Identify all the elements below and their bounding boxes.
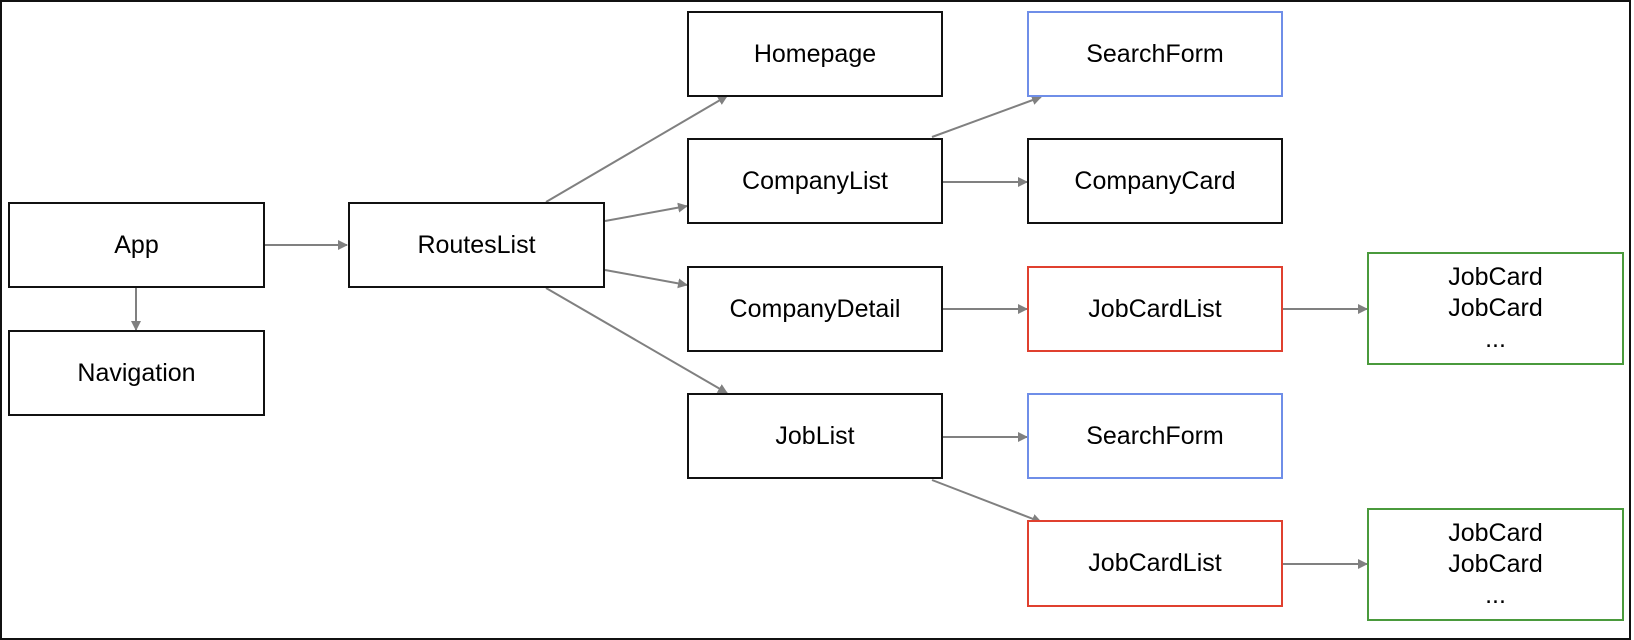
node-search-form-jobs-label: SearchForm [1086, 421, 1224, 450]
node-search-form-jobs: SearchForm [1027, 393, 1283, 479]
node-job-list-label: JobList [775, 421, 855, 450]
edge-routeslist-to-joblist [545, 287, 728, 394]
node-company-list: CompanyList [687, 138, 943, 224]
node-homepage: Homepage [687, 11, 943, 97]
node-navigation-label: Navigation [77, 358, 196, 387]
node-company-detail-label: CompanyDetail [729, 294, 901, 323]
node-routes-list-label: RoutesList [417, 230, 536, 259]
node-job-list: JobList [687, 393, 943, 479]
node-job-cards-jobs: JobCard JobCard ... [1367, 508, 1624, 621]
edge-routeslist-to-companylist [604, 202, 688, 222]
job-card-line: JobCard [1448, 294, 1543, 322]
job-cards-detail-lines: JobCard JobCard ... [1448, 262, 1543, 355]
node-app-label: App [114, 230, 159, 259]
node-job-card-list-jobs-label: JobCardList [1088, 549, 1222, 577]
edge-routeslist-to-companydetail [604, 269, 688, 289]
edge-companylist-to-searchform [931, 95, 1042, 138]
job-card-line: JobCard [1448, 550, 1543, 578]
edge-routeslist-to-homepage [545, 95, 728, 203]
node-app: App [8, 202, 265, 288]
node-company-card-label: CompanyCard [1074, 166, 1236, 195]
job-cards-jobs-lines: JobCard JobCard ... [1448, 518, 1543, 611]
job-card-line: JobCard [1448, 263, 1543, 291]
node-company-detail: CompanyDetail [687, 266, 943, 352]
node-job-card-list-jobs: JobCardList [1027, 520, 1283, 607]
node-navigation: Navigation [8, 330, 265, 416]
node-company-list-label: CompanyList [742, 166, 888, 195]
node-company-card: CompanyCard [1027, 138, 1283, 224]
ellipsis-line: ... [1485, 325, 1506, 353]
edge-joblist-to-jobcardlist [931, 479, 1042, 524]
node-routes-list: RoutesList [348, 202, 605, 288]
node-search-form-company-label: SearchForm [1086, 39, 1224, 68]
node-job-card-list-detail: JobCardList [1027, 266, 1283, 352]
node-search-form-company: SearchForm [1027, 11, 1283, 97]
ellipsis-line: ... [1485, 581, 1506, 609]
node-job-cards-detail: JobCard JobCard ... [1367, 252, 1624, 365]
node-homepage-label: Homepage [753, 39, 877, 68]
job-card-line: JobCard [1448, 519, 1543, 547]
node-job-card-list-detail-label: JobCardList [1088, 294, 1222, 323]
